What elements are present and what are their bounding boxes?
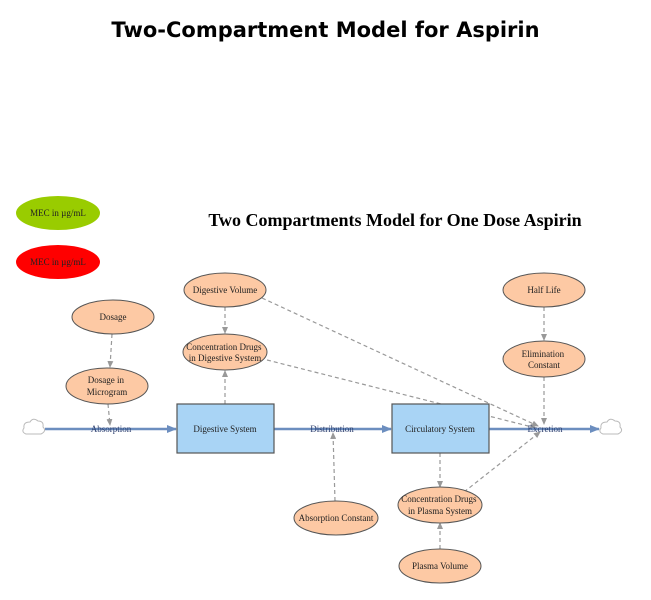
var-absorption-constant-label: Absorption Constant <box>299 513 374 523</box>
variable-nodes <box>65 272 586 584</box>
var-conc-digestive-line1: Concentration Drugs <box>186 342 262 352</box>
link-dosage-to-microgram <box>107 333 114 368</box>
sink-cloud-icon <box>599 418 623 435</box>
legend-green-label: MEC in µg/mL <box>30 208 86 218</box>
var-half-life-ellipse[interactable] <box>502 272 586 308</box>
var-dosage-label: Dosage <box>100 312 127 322</box>
link-conc-to-excretion <box>266 359 537 430</box>
flow-excretion-label: Excretion <box>528 424 563 434</box>
var-plasma-volume-ellipse[interactable] <box>398 548 482 584</box>
flow-distribution-label: Distribution <box>310 424 354 434</box>
link-plasma-to-excretion <box>463 431 541 493</box>
page-title: Two-Compartment Model for Aspirin <box>111 18 540 42</box>
stock-digestive-label: Digestive System <box>193 424 256 434</box>
var-elimination-constant-label: Elimination Constant <box>522 349 567 370</box>
var-half-life-label: Half Life <box>527 285 560 295</box>
var-digestive-volume-label: Digestive Volume <box>193 285 257 295</box>
legend-red-ellipse <box>16 245 100 279</box>
var-dosage-microgram-label: Dosage in Microgram <box>87 375 128 397</box>
diagram-title: Two Compartments Model for One Dose Aspi… <box>208 210 581 230</box>
stock-circulatory-label: Circulatory System <box>405 424 475 434</box>
var-conc-plasma-label: Concentration Drugs in Plasma System <box>401 494 478 516</box>
var-digestive-volume-ellipse[interactable] <box>183 272 267 308</box>
legend-green-ellipse <box>16 196 100 230</box>
flow-absorption-label: Absorption <box>91 424 132 434</box>
link-volume-to-excretion <box>261 297 539 427</box>
var-conc-digestive-label: Concentration Drugs in Digestive System <box>186 342 263 363</box>
var-elimination-constant-ellipse[interactable] <box>502 340 586 378</box>
var-conc-plasma-line2: in Plasma System <box>408 506 472 516</box>
var-conc-digestive-line2: in Digestive System <box>189 353 262 363</box>
var-conc-plasma-ellipse[interactable] <box>397 486 483 524</box>
var-dosage-microgram-line2: Microgram <box>87 387 128 397</box>
var-dosage-microgram-line1: Dosage in <box>88 375 125 385</box>
legend-red-label: MEC in µg/mL <box>30 257 86 267</box>
stock-circulatory-box[interactable] <box>391 403 490 454</box>
stock-digestive-box[interactable] <box>176 403 275 454</box>
var-conc-plasma-line1: Concentration Drugs <box>401 494 477 504</box>
var-absorption-constant-ellipse[interactable] <box>293 500 379 536</box>
dependency-links <box>106 297 547 549</box>
link-absconst-to-distribution <box>330 432 337 502</box>
var-dosage-ellipse[interactable] <box>71 299 155 335</box>
var-dosage-microgram-ellipse[interactable] <box>65 367 149 405</box>
var-conc-digestive-ellipse[interactable] <box>182 333 268 371</box>
source-cloud-icon <box>22 418 46 435</box>
var-plasma-volume-label: Plasma Volume <box>412 561 468 571</box>
var-elimination-constant-line1: Elimination <box>522 349 565 359</box>
link-microgram-to-absorption <box>106 403 113 426</box>
var-elimination-constant-line2: Constant <box>528 360 561 370</box>
